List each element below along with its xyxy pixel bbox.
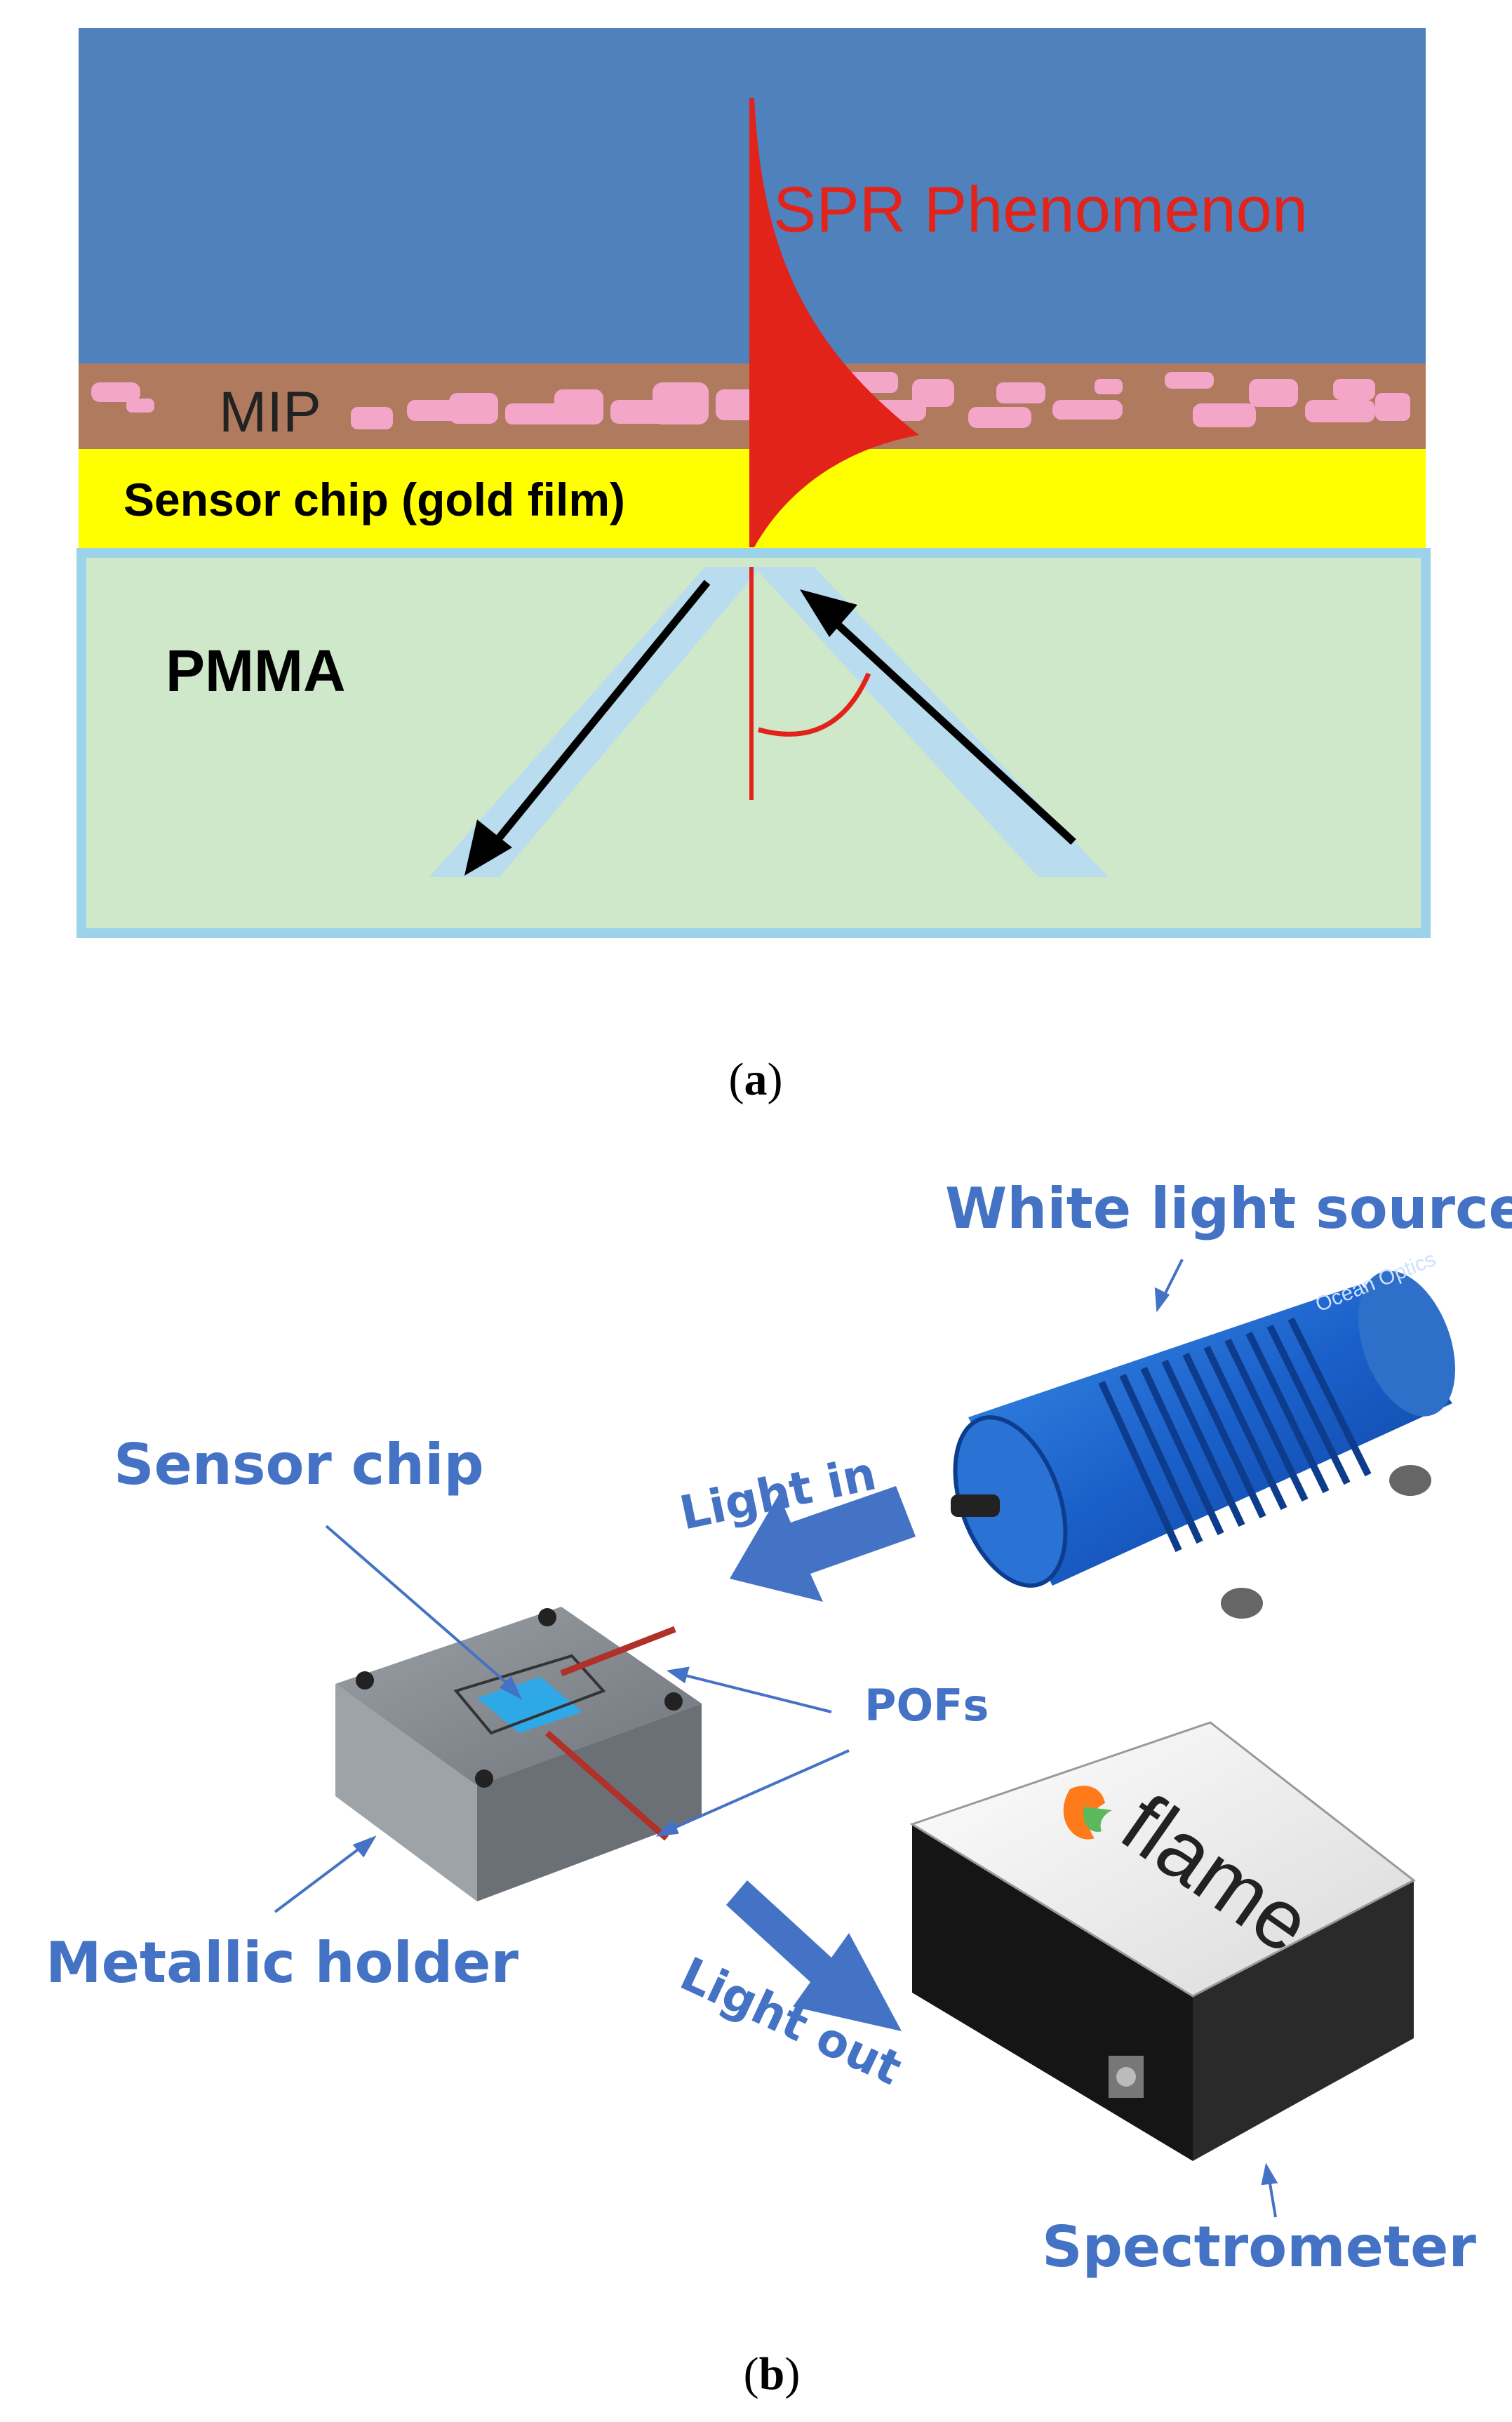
pmma-label: PMMA <box>166 638 346 704</box>
incident-light-arrow <box>818 606 1076 845</box>
reflected-arrow-head <box>464 819 512 876</box>
light-out-arrow <box>726 1880 902 2031</box>
spr-label: SPR Phenomenon <box>773 174 1308 246</box>
incident-light-band <box>754 567 1109 877</box>
white-light-source-label: White light source <box>945 1176 1512 1241</box>
reflected-light-arrow <box>482 580 711 857</box>
caption-b: (b) <box>744 2348 801 2400</box>
pof-fiber-in <box>560 1626 676 1677</box>
evanescent-wave <box>749 98 919 547</box>
gold-label: Sensor chip (gold film) <box>123 474 625 526</box>
pointer-lines <box>274 1259 1278 2218</box>
sensor-chip-label: Sensor chip <box>114 1432 484 1497</box>
cooling-fins <box>1098 1317 1372 1553</box>
incidence-angle-arc <box>758 672 871 737</box>
mip-particles <box>91 372 1410 429</box>
pof-fiber-out <box>545 1730 669 1841</box>
incident-arrow-head <box>800 589 857 637</box>
caption-a-letter: a <box>744 1054 768 1105</box>
mip-label: MIP <box>219 380 321 444</box>
caption-b-letter: b <box>759 2348 785 2400</box>
metallic-holder-label: Metallic holder <box>46 1930 519 1995</box>
panel-a-diagram: SPR Phenomenon MIP Sensor chip (gold fil… <box>76 28 1431 938</box>
light-in-arrow <box>730 1486 916 1602</box>
panel-b-diagram: Ocean Optics flame <box>46 1176 1512 2280</box>
spectrometer-label: Spectrometer <box>1042 2214 1476 2280</box>
sensor-chip-square <box>477 1677 582 1733</box>
spectrometer-device: flame <box>909 1721 1416 2161</box>
pofs-label: POFs <box>864 1680 989 1731</box>
caption-a: (a) <box>729 1054 783 1105</box>
metallic-holder-device <box>335 1607 702 1901</box>
white-light-source-device: Ocean Optics <box>951 1247 1455 1619</box>
